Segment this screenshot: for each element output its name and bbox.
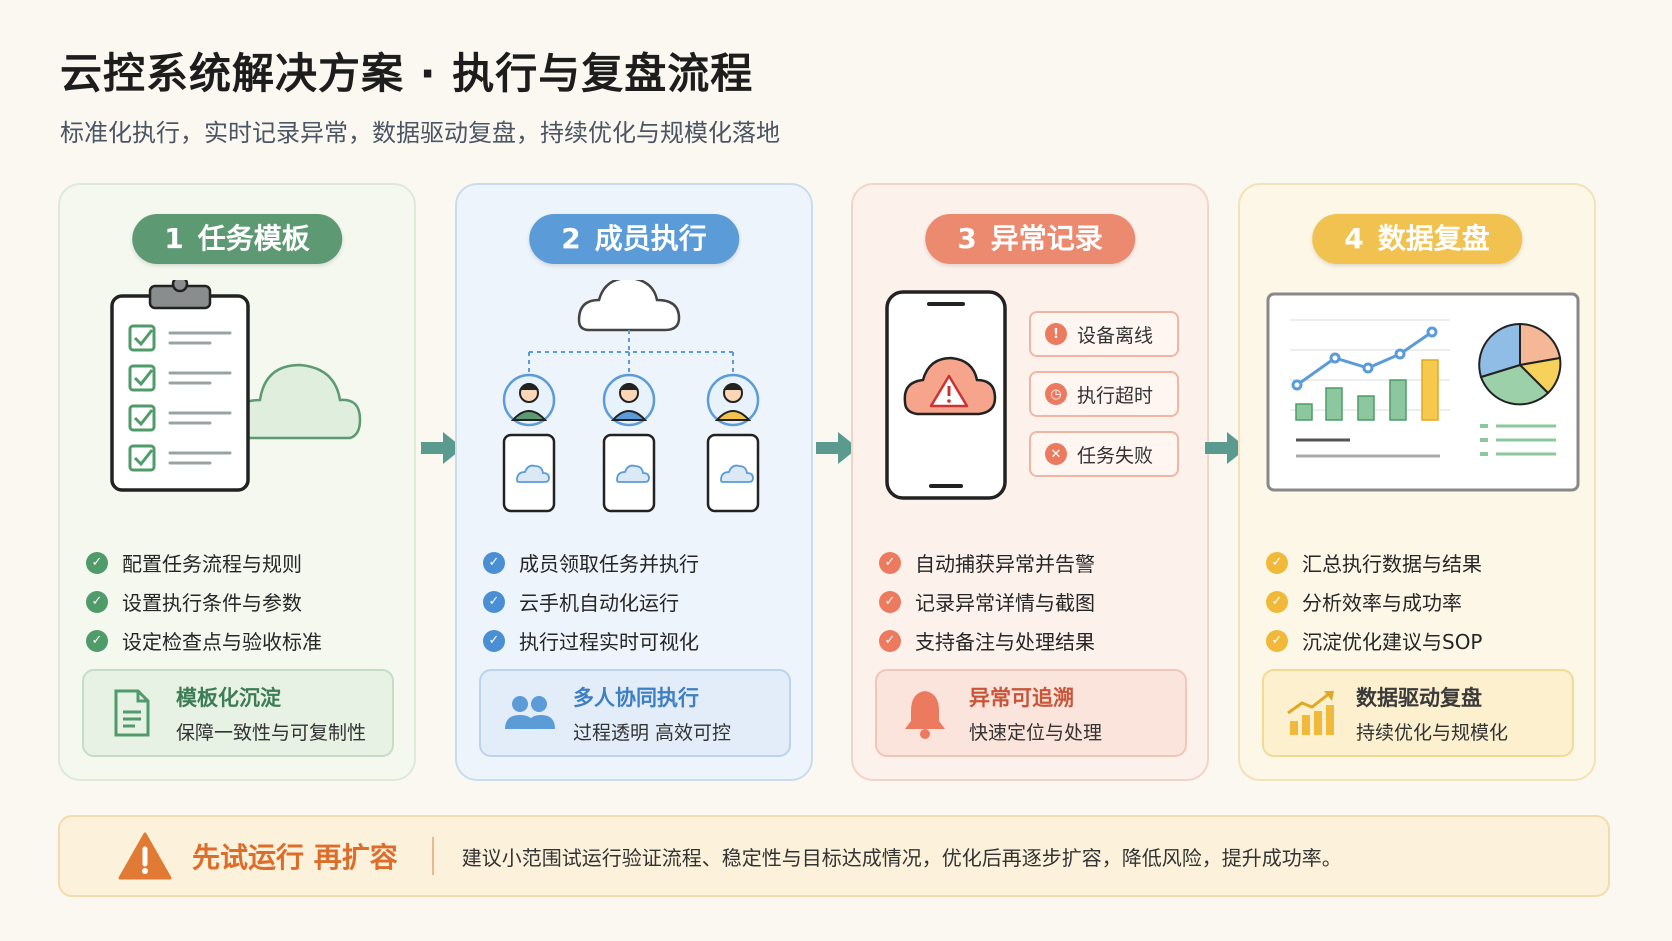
clipboard-checklist-icon [110,280,362,492]
step-note: 多人协同执行 过程透明 高效可控 [479,669,791,757]
list-item: ✓汇总执行数据与结果 [1266,543,1483,582]
bell-icon [905,691,945,739]
check-icon: ✓ [879,629,901,652]
flow-arrow-icon [816,432,858,464]
check-icon: ✓ [1266,590,1288,613]
list-item: ✓配置任务流程与规则 [86,543,322,582]
page-subtitle: 标准化执行，实时记录异常，数据驱动复盘，持续优化与规模化落地 [60,119,780,147]
check-icon: ✓ [1266,629,1288,652]
step-note: 异常可追溯 快速定位与处理 [875,669,1187,757]
list-item: ✓分析效率与成功率 [1266,582,1483,621]
list-item: ✓支持备注与处理结果 [879,621,1095,660]
footer-text: 建议小范围试运行验证流程、稳定性与目标达成情况，优化后再逐步扩容，降低风险，提升… [461,845,1342,870]
list-item: ✓云手机自动化运行 [483,582,699,621]
check-icon: ✓ [86,551,108,574]
dashboard-chart-icon [1266,292,1580,492]
team-icon [505,696,555,729]
member-avatar [502,373,556,427]
flow-arrow-icon [421,432,463,464]
list-item: ✓执行过程实时可视化 [483,621,699,660]
flow-arrow-icon [1205,432,1247,464]
warning-icon [118,832,172,880]
page-title: 云控系统解决方案 · 执行与复盘流程 [60,49,754,98]
footer-title: 先试运行 再扩容 [192,841,398,874]
member-avatar [602,373,656,427]
alert-tag: ✕任务失败 [1029,431,1179,477]
step-bullets: ✓自动捕获异常并告警 ✓记录异常详情与截图 ✓支持备注与处理结果 [879,543,1095,660]
check-icon: ✓ [483,629,505,652]
step-note: 数据驱动复盘 持续优化与规模化 [1262,669,1574,757]
member-avatar [706,373,760,427]
check-icon: ✓ [1266,551,1288,574]
list-item: ✓设定检查点与验收标准 [86,621,322,660]
list-item: ✓记录异常详情与截图 [879,582,1095,621]
footer-divider [431,837,434,875]
check-icon: ✓ [86,590,108,613]
check-icon: ✓ [879,551,901,574]
check-icon: ✓ [86,629,108,652]
check-icon: ✓ [483,590,505,613]
alert-tag: ◷执行超时 [1029,371,1179,417]
growth-chart-icon [1287,691,1334,735]
check-icon: ✓ [879,590,901,613]
step-bullets: ✓成员领取任务并执行 ✓云手机自动化运行 ✓执行过程实时可视化 [483,543,699,660]
clock-icon: ◷ [1045,383,1067,405]
phone-alert-icon [885,290,1007,500]
check-icon: ✓ [483,551,505,574]
list-item: ✓沉淀优化建议与SOP [1266,621,1483,660]
list-item: ✓自动捕获异常并告警 [879,543,1095,582]
step-bullets: ✓配置任务流程与规则 ✓设置执行条件与参数 ✓设定检查点与验收标准 [86,543,322,660]
document-icon [114,689,150,737]
footer-callout: 先试运行 再扩容 建议小范围试运行验证流程、稳定性与目标达成情况，优化后再逐步扩… [58,815,1610,897]
alert-tag: !设备离线 [1029,311,1179,357]
list-item: ✓成员领取任务并执行 [483,543,699,582]
exclamation-icon: ! [1045,323,1067,345]
cross-icon: ✕ [1045,443,1067,465]
list-item: ✓设置执行条件与参数 [86,582,322,621]
step-note: 模板化沉淀 保障一致性与可复制性 [82,669,394,757]
cloud-network-icon [502,280,760,513]
step-bullets: ✓汇总执行数据与结果 ✓分析效率与成功率 ✓沉淀优化建议与SOP [1266,543,1483,660]
